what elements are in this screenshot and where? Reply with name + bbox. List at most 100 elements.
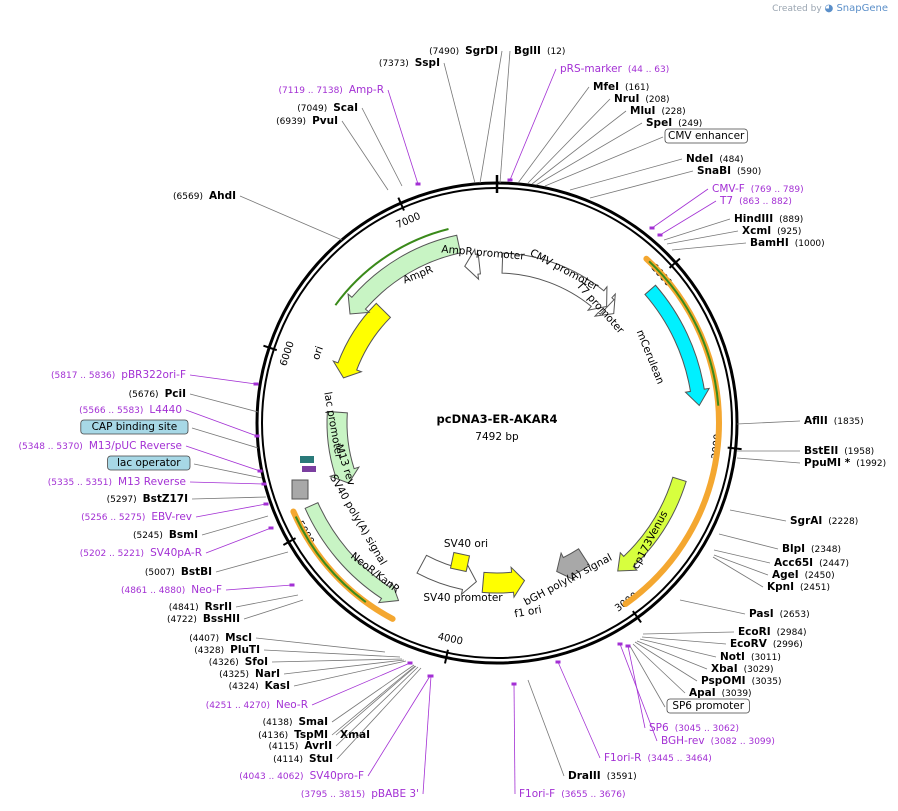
- enzyme-label: BlpI(2348): [782, 543, 841, 555]
- primer-mark: [649, 226, 655, 230]
- feature-label: ori: [310, 345, 326, 362]
- enzyme-label: MluI(228): [630, 105, 686, 117]
- site-leader: [336, 667, 422, 760]
- enzyme-label: (7373)SspI: [379, 57, 440, 69]
- tick-mark: [632, 610, 642, 623]
- site-leader: [422, 675, 432, 795]
- m13-rev-box: [300, 456, 314, 463]
- primer-mark: [657, 233, 663, 237]
- site-leader: [189, 393, 259, 413]
- tick-mark: [263, 344, 278, 352]
- tick-mark: [727, 446, 742, 451]
- site-leader: [243, 599, 304, 620]
- sv40-polya-arrow: [326, 410, 361, 484]
- primer-mark: [289, 583, 295, 587]
- enzyme-label: (4136)TspMI: [258, 729, 328, 741]
- primer-label: (5335 .. 5351)M13 Reverse: [48, 476, 186, 488]
- enzyme-label: PspOMI(3035): [701, 675, 782, 687]
- site-leader: [671, 242, 747, 251]
- primer-label: F1ori-F(3655 .. 3676): [519, 788, 626, 800]
- feature-label: SV40 ori: [444, 538, 488, 550]
- enzyme-label: (4138)SmaI: [263, 716, 328, 728]
- primer-label: CMV-F(769 .. 789): [712, 183, 804, 195]
- primer-mark: [625, 644, 631, 648]
- ampr-arrow: [347, 234, 462, 315]
- site-leader: [513, 683, 516, 795]
- enzyme-label: (4114)StuI: [273, 753, 333, 765]
- site-leader: [331, 664, 415, 723]
- site-leader: [255, 637, 386, 653]
- primer-label: (4861 .. 4880)Neo-F: [121, 584, 222, 596]
- feature-site-label: lac operator: [117, 457, 181, 469]
- enzyme-label: EcoRV(2996): [730, 638, 803, 650]
- enzyme-label: HindIII(889): [734, 213, 803, 225]
- site-leader: [185, 445, 261, 472]
- site-leader: [729, 509, 787, 522]
- tick-mark: [282, 537, 297, 546]
- site-leader: [239, 195, 343, 241]
- site-leader: [651, 188, 709, 229]
- enzyme-label: (5245)BsmI: [133, 529, 198, 541]
- cmv-promoter-arrow: [501, 252, 608, 311]
- site-leader: [557, 661, 601, 759]
- site-leader: [634, 641, 698, 682]
- site-leader: [544, 136, 664, 187]
- site-leader: [509, 68, 557, 181]
- tick-label: 6000: [278, 340, 296, 368]
- enzyme-label: (6939)PvuI: [276, 115, 338, 127]
- brand-prefix: Created by: [772, 4, 822, 14]
- primer-label: (4043 .. 4062)SV40pro-F: [239, 770, 364, 782]
- tick-mark: [668, 257, 681, 269]
- plasmid-name: pcDNA3-ER-AKAR4: [437, 412, 558, 426]
- enzyme-label: (4328)PluTI: [194, 644, 260, 656]
- enzyme-label: (4722)BssHII: [167, 613, 240, 625]
- snapgene-brand: Created by ◕ SnapGene: [772, 3, 888, 14]
- site-leader: [589, 170, 694, 199]
- enzyme-label: NruI(208): [614, 93, 670, 105]
- tick-label: 4000: [437, 631, 464, 647]
- feature-site-label: CAP binding site: [92, 421, 178, 433]
- site-leader: [387, 89, 419, 185]
- primer-mark: [617, 642, 623, 646]
- enzyme-label: (5297)BstZ17I: [107, 493, 188, 505]
- enzyme-label: (5676)PciI: [129, 388, 186, 400]
- enzyme-label: BglII(12): [514, 45, 565, 57]
- enzyme-label: EcoRI(2984): [738, 626, 807, 638]
- insert-green-arc: [648, 260, 720, 406]
- primer-label: pRS-marker(44 .. 63): [560, 63, 669, 75]
- primer-label: (5202 .. 5221)SV40pA-R: [80, 547, 202, 559]
- site-leader: [205, 527, 272, 554]
- primer-label: (5566 .. 5583)L4440: [79, 404, 182, 416]
- enzyme-label: AflII(1835): [804, 415, 864, 427]
- feature-box: [664, 128, 748, 144]
- tick-mark: [444, 649, 449, 664]
- primer-mark: [253, 382, 259, 386]
- site-leader: [293, 660, 407, 687]
- site-leader: [189, 481, 265, 485]
- primer-label: BGH-rev(3082 .. 3099): [661, 735, 775, 747]
- bgh-polya-arrow: [556, 548, 591, 582]
- site-leader: [225, 584, 293, 591]
- f1-ori-arrow: [481, 565, 526, 599]
- enzyme-label: (4326)SfoI: [209, 656, 268, 668]
- feature-label: f1 ori: [513, 604, 542, 621]
- enzyme-label: DraIII(3591): [568, 770, 637, 782]
- primer-mark: [254, 434, 260, 438]
- enzyme-label: AgeI(2450): [772, 569, 835, 581]
- enzyme-label: (5007)BstBI: [145, 566, 212, 578]
- site-leader: [736, 420, 801, 425]
- primer-mark: [511, 682, 517, 686]
- enzyme-label: PpuMI *(1992): [804, 457, 886, 469]
- site-leader: [632, 643, 686, 694]
- site-leader: [335, 665, 417, 736]
- amp-green-arc: [334, 228, 449, 306]
- enzyme-label: (7049)ScaI: [297, 102, 358, 114]
- site-leader: [191, 496, 267, 500]
- site-leader: [619, 643, 658, 742]
- enzyme-label: MfeI(161): [593, 81, 649, 93]
- primer-label: SP6(3045 .. 3062): [649, 722, 739, 734]
- site-leader: [367, 675, 431, 777]
- sv40-ori-box: [449, 551, 471, 573]
- site-leader: [663, 218, 731, 241]
- feature-site-label: SP6 promoter: [672, 700, 744, 712]
